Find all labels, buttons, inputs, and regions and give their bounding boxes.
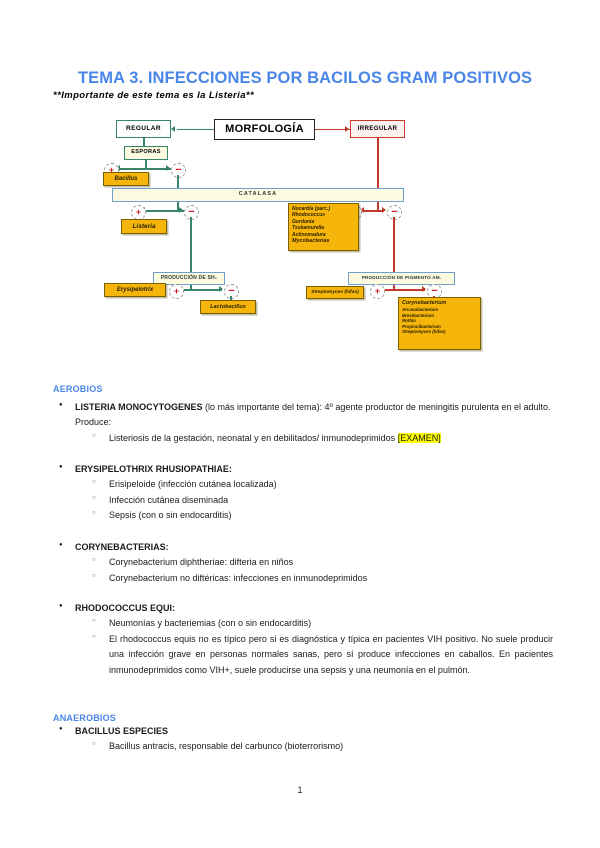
bacillus-block: BACILLUS ESPECIES Bacillus antracis, res… (53, 724, 553, 755)
diagram-leaf-irregular-group: Corynebacterium Arcanobacterium Brevibac… (398, 297, 481, 350)
list-item-no-difterica: Corynebacterium no diftéricas: infeccion… (53, 571, 553, 586)
rhodococcus-block: RHODOCOCCUS EQUI: Neumonías y bacteriemi… (53, 601, 553, 678)
list-item-corynebacterias: CORYNEBACTERIAS: (53, 540, 553, 555)
diagram-node-morfologia: MORFOLOGÍA (214, 119, 315, 140)
list-item-sepsis: Sepsis (con o sin endocarditis) (53, 508, 553, 523)
diagram-leaf-listeria: Listeria (121, 219, 167, 234)
diagram-leaf-lactobacillus: Lactobacillus (200, 300, 256, 314)
page-subtitle: **Importante de este tema es la Listeria… (53, 90, 255, 101)
list-item-listeriosis: Listeriosis de la gestación, neonatal y … (53, 431, 553, 446)
list-item-listeria: LISTERIA MONOCYTOGENES (lo más important… (53, 400, 553, 431)
connector-pigmento-down (393, 285, 395, 290)
diagram-node-esporas: ESPORAS (124, 146, 168, 160)
page-number: 1 (297, 785, 303, 795)
list-item-antracis: Bacillus antracis, responsable del carbu… (53, 739, 553, 754)
arrowhead-acidfast-minus (382, 207, 386, 214)
list-item-rhodococcus: RHODOCOCCUS EQUI: (53, 601, 553, 616)
connector-sh2-row-right (190, 289, 222, 291)
listeria-rest: (lo más importante del tema): 4º agente … (75, 402, 551, 428)
list-item-cutanea-diseminada: Infección cutánea diseminada (53, 493, 553, 508)
list-item-bacillus: BACILLUS ESPECIES (53, 724, 553, 739)
connector-sh2-down (190, 285, 192, 290)
connector-irregular-down (377, 138, 379, 205)
connector-regular-esporas (143, 138, 145, 146)
connector-pigmento-row-left (376, 289, 400, 291)
arrowhead-esporas-minus (166, 165, 170, 172)
list-item-rhodococcus-detalle: El rhodococcus equis no es típico pero s… (53, 632, 553, 678)
examen-highlight: [EXAMEN] (397, 432, 441, 443)
irregular-item-1: Arcanobacterium (402, 306, 439, 312)
section-heading-anaerobios: ANAEROBIOS (53, 713, 117, 723)
diagram-node-pigmento: PRODUCCIÓN DE PIGMENTO AM. (348, 272, 455, 285)
list-item-neumonias: Neumonías y bacteriemias (con o sin endo… (53, 616, 553, 631)
diagram-leaf-erysipelotrix: Erysipelotrix (104, 283, 166, 297)
connector-esporas-row (119, 168, 171, 170)
diagram-leaf-acidfast-group: Nocardia (parc.) Rhodococcus Gordonia Ts… (288, 203, 359, 251)
acidfast-item-1: Rhodococcus (292, 212, 326, 219)
list-item-diphtheriae: Corynebacterium diphtheriae: difteria en… (53, 555, 553, 570)
connector-catalasa-left-down (177, 202, 179, 211)
acidfast-item-2: Gordonia (292, 218, 315, 225)
acidfast-item-5: Mycobacterias (292, 237, 330, 244)
irregular-item-3: Rothia (402, 318, 416, 324)
section-heading-aerobios: AEROBIOS (53, 384, 103, 394)
connector-lactobacillus (230, 296, 232, 301)
arrowhead-pigmento-minus (422, 286, 426, 293)
diagram-node-sh2: PRODUCCIÓN DE SH₂ (153, 272, 225, 285)
diagram-node-plus-pigmento: + (370, 283, 385, 299)
arrowhead-acidfast-plus (360, 207, 364, 214)
diagram-node-catalasa: CATALASA (112, 188, 404, 202)
diagram-leaf-streptomyces: Streptomyces (hifas) (306, 286, 364, 299)
list-item-erysipelothrix: ERYSIPELOTHRIX RHUSIOPATHIAE: (53, 462, 553, 477)
erysipelothrix-block: ERYSIPELOTHRIX RHUSIOPATHIAE: Erisipeloi… (53, 462, 553, 524)
diagram-node-plus-sh2: + (169, 283, 184, 299)
irregular-item-4: Propionibacterium (402, 323, 441, 329)
connector-catalasa-right-row-b (364, 210, 374, 212)
connector-catalasa-right-down (377, 202, 379, 211)
diagram-leaf-bacillus: Bacillus (103, 172, 149, 186)
connector-sh2-row-left (175, 289, 197, 291)
connector-catalasa-right-row (368, 210, 384, 212)
connector-morfologia-regular (177, 128, 214, 131)
list-item-erisipeloide: Erisipeloide (infección cutánea localiza… (53, 477, 553, 492)
connector-pigmento-row-right (393, 289, 425, 291)
irregular-item-5: Streptomyces (hifas) (402, 329, 446, 335)
page-title: TEMA 3. INFECCIONES POR BACILOS GRAM POS… (78, 69, 533, 87)
acidfast-item-3: Tsukamurella (292, 225, 325, 232)
connector-catalasa-left-row (144, 210, 184, 212)
diagram-node-plus-catalasa: + (131, 204, 146, 220)
arrowhead-catalasa-minus (179, 207, 183, 214)
irregular-item-2: Brevibacterium (402, 312, 434, 318)
corynebacterias-block: CORYNEBACTERIAS: Corynebacterium diphthe… (53, 540, 553, 586)
listeria-block: LISTERIA MONOCYTOGENES (lo más important… (53, 400, 553, 446)
arrowhead-irregular (345, 125, 349, 132)
morphology-flow-diagram: MORFOLOGÍA REGULAR IRREGULAR ESPORAS + −… (95, 115, 525, 365)
connector-acidfast-minus-down (393, 217, 395, 272)
connector-morfologia-irregular (315, 128, 350, 131)
acidfast-item-0: Nocardia (parc.) (292, 206, 331, 212)
connector-esporas-split (145, 160, 147, 169)
connector-listeria-minus-down (190, 217, 192, 272)
diagram-node-regular: REGULAR (116, 120, 171, 138)
irregular-item-0: Corynebacterium (402, 300, 447, 306)
listeria-name: LISTERIA MONOCYTOGENES (75, 402, 203, 412)
arrowhead-regular (171, 125, 175, 132)
diagram-node-irregular: IRREGULAR (350, 120, 405, 138)
arrowhead-sh2-minus (219, 286, 223, 293)
acidfast-item-4: Actinomadura (292, 231, 326, 238)
listeriosis-text: Listeriosis de la gestación, neonatal y … (109, 432, 398, 443)
